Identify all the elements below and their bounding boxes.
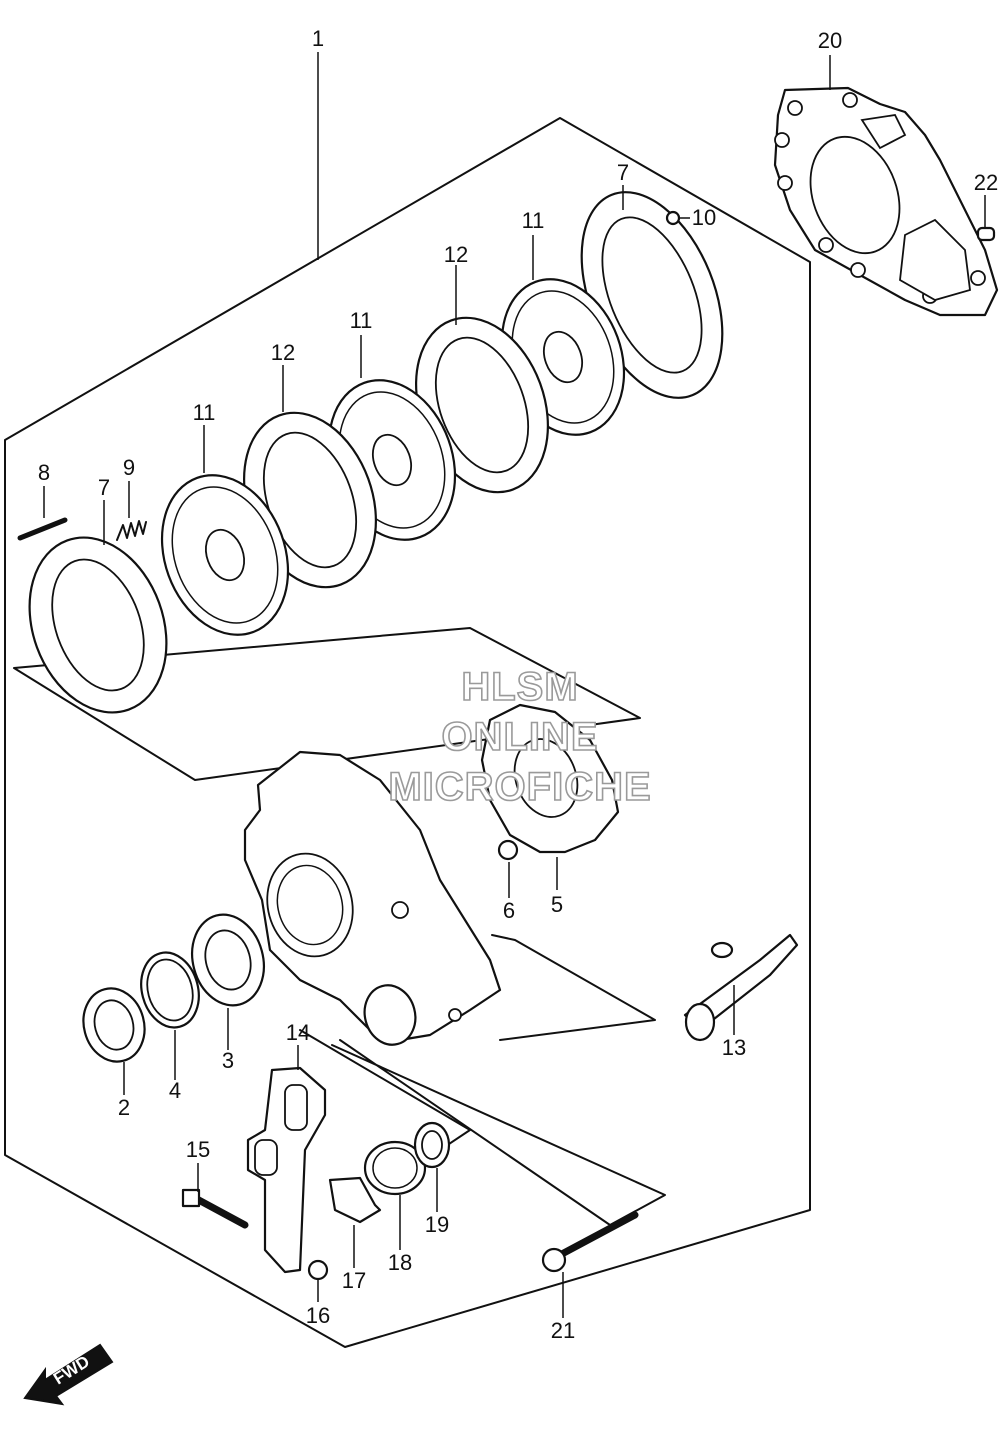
callout-numbers: 1 2 3 4 5 6 7 7 8 9 10 11 11 11 12 12 13…: [38, 26, 998, 1343]
callout-7a: 7: [617, 160, 629, 185]
callout-5: 5: [551, 892, 563, 917]
callout-11a: 11: [522, 208, 545, 233]
clutch-group-outline: [13, 627, 641, 781]
callout-18: 18: [388, 1250, 412, 1275]
callout-22: 22: [974, 170, 998, 195]
callout-14: 14: [286, 1020, 310, 1045]
callout-7b: 7: [98, 475, 110, 500]
assembly-outline: [4, 117, 811, 1348]
callout-4: 4: [169, 1078, 181, 1103]
bearing-3[interactable]: [182, 907, 273, 1014]
svg-text:HLSM: HLSM: [461, 665, 578, 709]
gasket-20[interactable]: [773, 86, 999, 317]
callout-9: 9: [123, 455, 135, 480]
bolt-group-outline: [331, 1039, 666, 1226]
ball-6[interactable]: [497, 839, 519, 861]
spring-18[interactable]: [363, 1140, 427, 1196]
callout-13: 13: [722, 1035, 746, 1060]
callout-6: 6: [503, 898, 515, 923]
callout-15: 15: [186, 1137, 210, 1162]
shaft-group-outline: [491, 934, 656, 1041]
callout-8: 8: [38, 460, 50, 485]
plate-17[interactable]: [328, 1176, 382, 1224]
callout-12b: 12: [271, 340, 295, 365]
callout-11b: 11: [350, 308, 373, 333]
svg-text:MICROFICHE: MICROFICHE: [388, 765, 651, 809]
callout-19: 19: [425, 1212, 449, 1237]
circlip-4[interactable]: [133, 946, 207, 1034]
oil-seal-19[interactable]: [413, 1121, 451, 1169]
callout-12a: 12: [444, 242, 468, 267]
callout-20: 20: [818, 28, 842, 53]
shaft-13[interactable]: [683, 933, 799, 1042]
spring-9[interactable]: [116, 520, 147, 541]
callout-10: 10: [692, 205, 716, 230]
callout-1: 1: [312, 26, 324, 51]
callout-21: 21: [551, 1318, 575, 1343]
callout-16: 16: [306, 1303, 330, 1328]
fwd-arrow-icon: FWD: [23, 1343, 114, 1406]
oil-seal-2[interactable]: [75, 981, 152, 1068]
watermark: HLSM ONLINE MICROFICHE: [388, 664, 652, 810]
leader-lines: [43, 52, 986, 1318]
pin-8[interactable]: [17, 517, 68, 541]
washer-10[interactable]: [665, 210, 681, 226]
nut-16[interactable]: [307, 1259, 329, 1281]
svg-text:ONLINE: ONLINE: [441, 715, 598, 759]
bolt-15[interactable]: [181, 1188, 249, 1229]
callout-17: 17: [342, 1268, 366, 1293]
callout-11c: 11: [193, 400, 216, 425]
callout-2: 2: [118, 1095, 130, 1120]
dowel-pin-22[interactable]: [976, 226, 996, 242]
gear-case-housing[interactable]: [243, 750, 502, 1050]
callout-3: 3: [222, 1048, 234, 1073]
plate-5[interactable]: [480, 703, 620, 854]
bolt-21[interactable]: [541, 1211, 639, 1273]
plain-plate-7-left[interactable]: [6, 518, 190, 732]
friction-plate-11-left[interactable]: [141, 457, 310, 652]
bracket-14[interactable]: [246, 1066, 327, 1274]
